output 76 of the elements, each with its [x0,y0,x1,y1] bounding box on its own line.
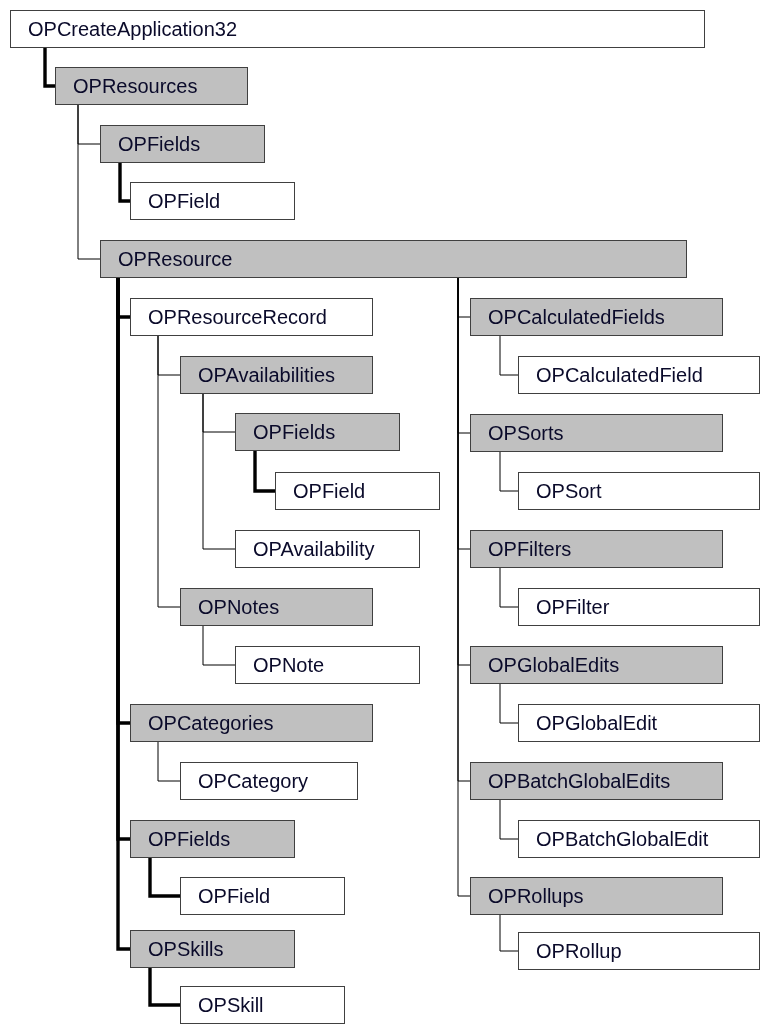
collection-box [180,588,373,626]
collection-box [470,762,723,800]
connector-line [202,393,236,550]
collection-box [130,930,295,968]
class-name: OPGlobalEdit [536,711,658,735]
class-name: OPAvailabilities [198,363,336,387]
object-box [518,704,760,742]
object-box [518,588,760,626]
connector-line [499,567,519,608]
class-name: OPNote [253,653,325,677]
collection-box [180,356,373,394]
connector-line [499,914,519,952]
collection-box [235,413,400,451]
object-box [518,820,760,858]
connector-line [499,799,519,840]
class-name: OPSkills [148,937,224,961]
object-box [180,762,358,800]
object-box [130,298,373,336]
class-name: OPGlobalEdits [488,653,620,677]
class-name: OPFilter [536,595,610,619]
class-name: OPFilters [488,537,572,561]
collection-box [470,646,723,684]
class-name: OPSorts [488,421,564,445]
collection-box [100,125,265,163]
connector-line [253,451,275,493]
class-name: OPField [148,189,221,213]
collection-box [130,704,373,742]
class-name: OPBatchGlobalEdit [536,827,709,851]
connector-line [43,48,55,88]
object-box [180,986,345,1024]
connector-line [77,104,101,260]
connector-line [148,858,180,898]
class-name: OPRollup [536,939,622,963]
collection-box [100,240,687,278]
class-name: OPCategories [148,711,274,735]
class-name: OPFields [253,420,336,444]
connector-line [157,741,181,782]
class-name: OPCalculatedFields [488,305,665,329]
object-box [10,10,705,48]
class-name: OPResourceRecord [148,305,327,329]
object-box [180,877,345,915]
collection-box [55,67,248,105]
collection-box [470,530,723,568]
connector-line [157,335,181,608]
class-name: OPField [198,884,271,908]
class-name: OPFields [148,827,231,851]
class-name: OPFields [118,132,201,156]
class-name: OPBatchGlobalEdits [488,769,671,793]
collection-box [470,298,723,336]
object-box [518,932,760,970]
connector-line [499,451,519,492]
object-box [518,356,760,394]
collection-box [470,877,723,915]
connector-line [148,968,180,1007]
object-box [130,182,295,220]
object-box [235,530,420,568]
collection-box [470,414,723,452]
class-name: OPSkill [198,993,264,1017]
class-name: OPCreateApplication32 [28,17,237,41]
connector-line [499,335,519,376]
class-name: OPSort [536,479,602,503]
class-name: OPResource [118,247,233,271]
class-name: OPRollups [488,884,584,908]
object-box [518,472,760,510]
object-box [275,472,440,510]
connector-line [499,683,519,724]
connector-line [202,625,236,666]
object-box [235,646,420,684]
class-name: OPCalculatedField [536,363,703,387]
class-name: OPCategory [198,769,309,793]
class-name: OPNotes [198,595,280,619]
class-name: OPResources [73,74,198,98]
class-name: OPAvailability [253,537,375,561]
class-name: OPField [293,479,366,503]
collection-box [130,820,295,858]
connector-line [118,163,130,203]
